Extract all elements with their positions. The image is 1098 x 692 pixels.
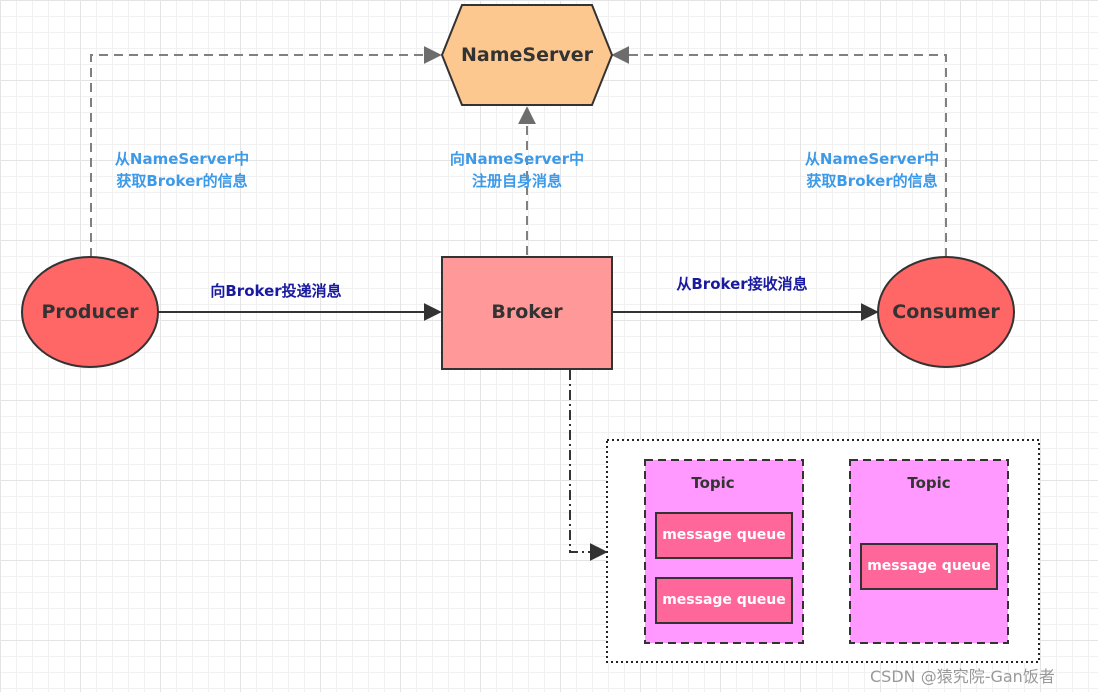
watermark-text: CSDN @猿究院-Gan饭者 — [870, 667, 1055, 686]
broker-nameserver-edge-label: 向NameServer中 注册自身消息 — [427, 148, 607, 192]
consumer-label: Consumer — [892, 301, 1000, 323]
queue-box-1-1 — [655, 512, 793, 559]
producer-nameserver-label-line-1: 从NameServer中 — [114, 150, 250, 168]
producer-node — [21, 256, 159, 368]
nameserver-node — [440, 4, 614, 106]
broker-node — [441, 256, 613, 370]
queue-1-1-label: message queue — [662, 527, 786, 543]
producer-label: Producer — [41, 301, 139, 323]
broker-nameserver-label-line-1: 向NameServer中 — [449, 150, 585, 168]
queue-box-2-1 — [860, 543, 998, 590]
producer-broker-edge-label: 向Broker投递消息 — [210, 282, 342, 300]
producer-nameserver-label-line-2: 获取Broker的信息 — [116, 172, 248, 190]
queue-box-1-2 — [655, 577, 793, 624]
consumer-to-nameserver-edge — [611, 46, 947, 257]
nameserver-label: NameServer — [461, 44, 593, 66]
queue-2-1-label: message queue — [867, 558, 991, 574]
topic-1-label: Topic — [691, 474, 735, 492]
consumer-nameserver-label-line-2: 获取Broker的信息 — [806, 172, 938, 190]
broker-nameserver-label-line-2: 注册自身消息 — [471, 172, 562, 190]
consumer-nameserver-edge-label: 从NameServer中 获取Broker的信息 — [782, 148, 962, 192]
broker-label: Broker — [491, 301, 563, 323]
topic-2-label: Topic — [907, 474, 951, 492]
producer-nameserver-edge-label: 从NameServer中 获取Broker的信息 — [92, 148, 272, 192]
broker-consumer-edge-label: 从Broker接收消息 — [676, 275, 808, 293]
producer-to-nameserver-edge — [90, 46, 442, 257]
consumer-nameserver-label-line-1: 从NameServer中 — [804, 150, 940, 168]
consumer-node — [877, 256, 1015, 368]
queue-1-2-label: message queue — [662, 592, 786, 608]
broker-to-topics-edge — [569, 370, 608, 561]
